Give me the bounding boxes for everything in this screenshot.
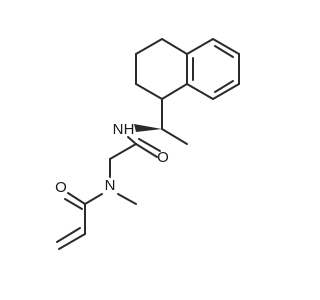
bond-vinyl-double-1 bbox=[58, 233, 86, 250]
bond-arom-4 bbox=[212, 83, 240, 100]
bond-carbonyl-upper-o-1 bbox=[135, 143, 158, 158]
atom-label-nh-n: N bbox=[113, 121, 124, 138]
atom-labels: N H O N O bbox=[55, 121, 169, 196]
saturated-ring bbox=[135, 38, 188, 100]
bond-n-methyl bbox=[117, 193, 137, 205]
chemical-structure-diagram: N H O N O bbox=[55, 38, 240, 250]
bond-ring-a1 bbox=[135, 38, 163, 55]
bond-arom-inner-2 bbox=[214, 45, 234, 58]
chiral-ethyl-linker bbox=[134, 98, 188, 145]
amide-linker bbox=[109, 136, 161, 178]
aromatic-ring bbox=[186, 38, 240, 100]
atom-label-o-lower: O bbox=[55, 179, 67, 196]
bond-carbonyl-ch2 bbox=[109, 143, 137, 160]
bond-arom-1 bbox=[186, 38, 214, 55]
tertiary-amide bbox=[56, 192, 137, 250]
bond-ring-a6 bbox=[161, 38, 188, 55]
bond-carbonyl-upper-o-2 bbox=[138, 138, 161, 152]
bond-acyl-o-2 bbox=[64, 198, 83, 210]
bond-nh-carbonyl bbox=[127, 136, 137, 145]
atom-label-nh-h: H bbox=[124, 121, 135, 138]
bond-arom-inner-3 bbox=[214, 80, 234, 93]
stereo-wedge-bond bbox=[134, 124, 162, 132]
bond-arom-5 bbox=[186, 83, 214, 100]
bond-vinyl-double-2 bbox=[56, 227, 81, 243]
bond-ring-a4 bbox=[161, 83, 188, 100]
bond-acyl-o-1 bbox=[67, 192, 86, 205]
bond-n-acyl bbox=[84, 193, 103, 205]
bond-ring-a3 bbox=[135, 83, 163, 100]
atom-label-o-upper: O bbox=[157, 149, 169, 166]
bond-chiral-methyl bbox=[161, 128, 188, 145]
atom-label-n-amide: N bbox=[105, 177, 116, 194]
bond-arom-2 bbox=[212, 38, 240, 55]
